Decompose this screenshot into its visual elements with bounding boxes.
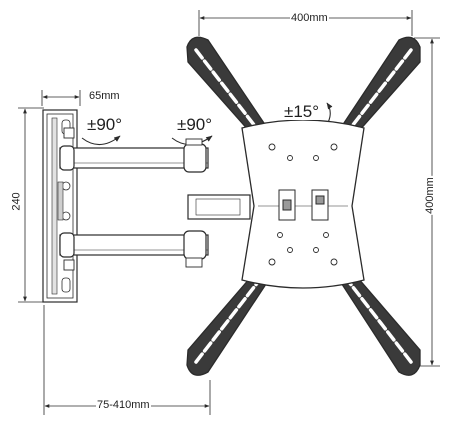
wall-plate [42,109,78,303]
dim-right-height: 400mm [423,176,436,215]
swing-arms [59,127,251,271]
tv-bracket [186,36,421,376]
angle-swivel-wall: ±90° [86,115,124,134]
locking-tabs [278,189,329,221]
angle-tilt-rotation: ±15° [283,102,321,121]
bracket-center-plate [241,119,365,289]
angle-swivel-arm: ±90° [176,115,214,134]
dim-arm-depth: 65mm [88,90,121,102]
wall-slot-bottom [61,277,71,293]
swivel-wall-arrow [81,135,121,146]
dim-wall-plate-height: 240 [10,191,23,212]
dim-extension-range: 75-410mm [96,399,151,411]
dim-top-width: 400mm [290,12,329,24]
bracket-leg-lower-right [337,269,421,376]
bracket-leg-lower-left [186,269,271,376]
center-plate-holes [268,143,338,266]
